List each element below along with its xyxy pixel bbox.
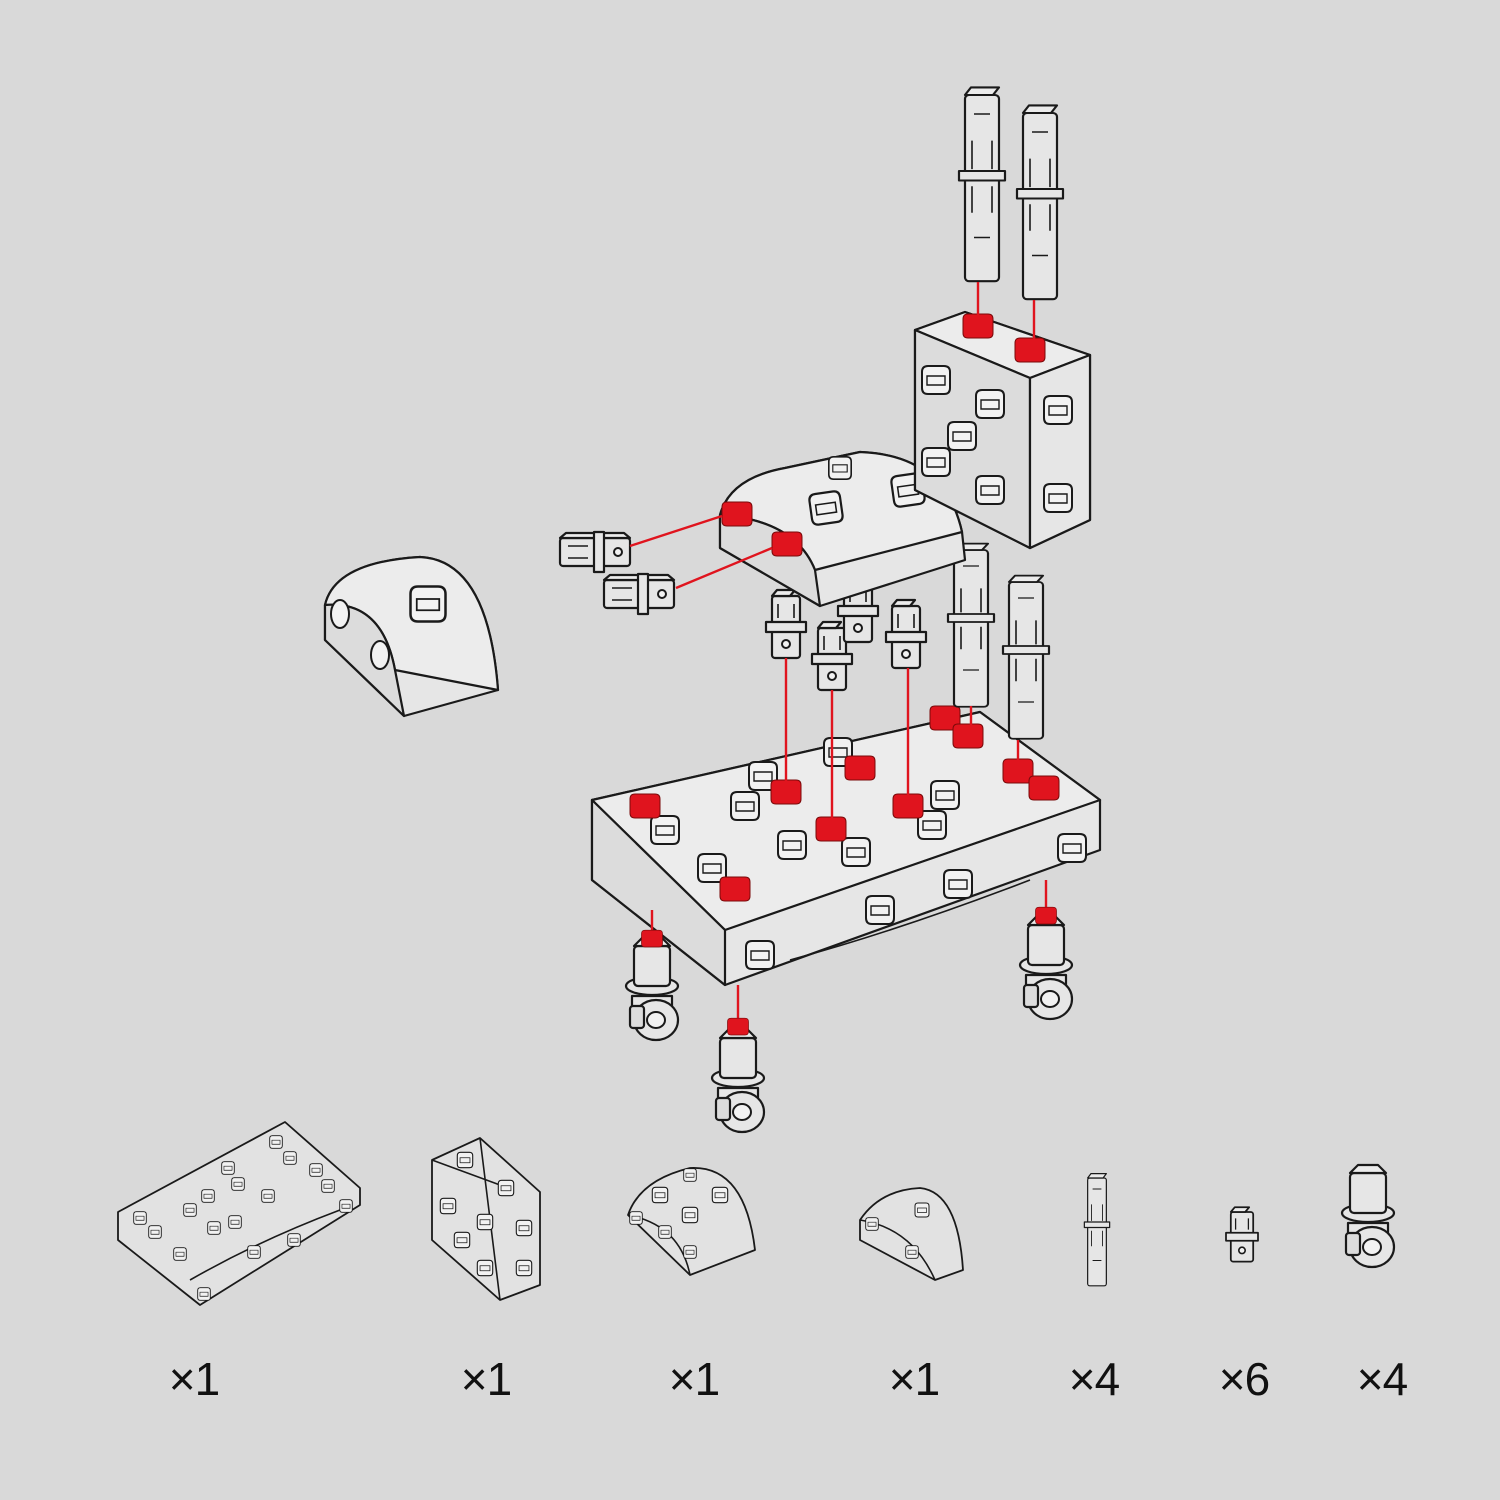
short-connector-1 — [764, 588, 808, 660]
base-plate — [590, 705, 1102, 987]
quantity-long-connector-peg: ×4 — [1068, 1353, 1120, 1405]
caster-wheel-icon — [1340, 1163, 1396, 1269]
short-connector-5 — [558, 530, 632, 574]
quantity-base-plate: ×1 — [168, 1353, 220, 1405]
small-arch-block-icon — [859, 1187, 964, 1281]
quantity-short-connector: ×6 — [1218, 1353, 1270, 1405]
base-plate-icon — [117, 1121, 361, 1306]
quantity-caster-wheel: ×4 — [1356, 1353, 1408, 1405]
cube-block-icon — [431, 1137, 541, 1301]
small-arch-block — [323, 555, 500, 718]
large-arch-block-icon — [627, 1167, 756, 1276]
short-connector-icon — [1225, 1206, 1259, 1263]
long-connector-peg-top-2 — [1015, 104, 1065, 301]
long-connector-peg-top-1 — [957, 86, 1007, 283]
cube-block — [913, 310, 1092, 550]
long-connector-peg-base-2 — [1001, 574, 1051, 740]
short-connector-6 — [602, 572, 676, 616]
quantity-large-arch-block: ×1 — [668, 1353, 720, 1405]
long-connector-peg-base-1 — [946, 542, 996, 708]
caster-wheel-right — [1018, 915, 1074, 1021]
caster-wheel-front — [710, 1028, 766, 1134]
caster-wheel-front-left — [624, 936, 680, 1042]
short-connector-3 — [884, 598, 928, 670]
long-connector-peg-icon — [1083, 1172, 1111, 1287]
quantity-cube-block: ×1 — [460, 1353, 512, 1405]
quantity-small-arch-block: ×1 — [888, 1353, 940, 1405]
